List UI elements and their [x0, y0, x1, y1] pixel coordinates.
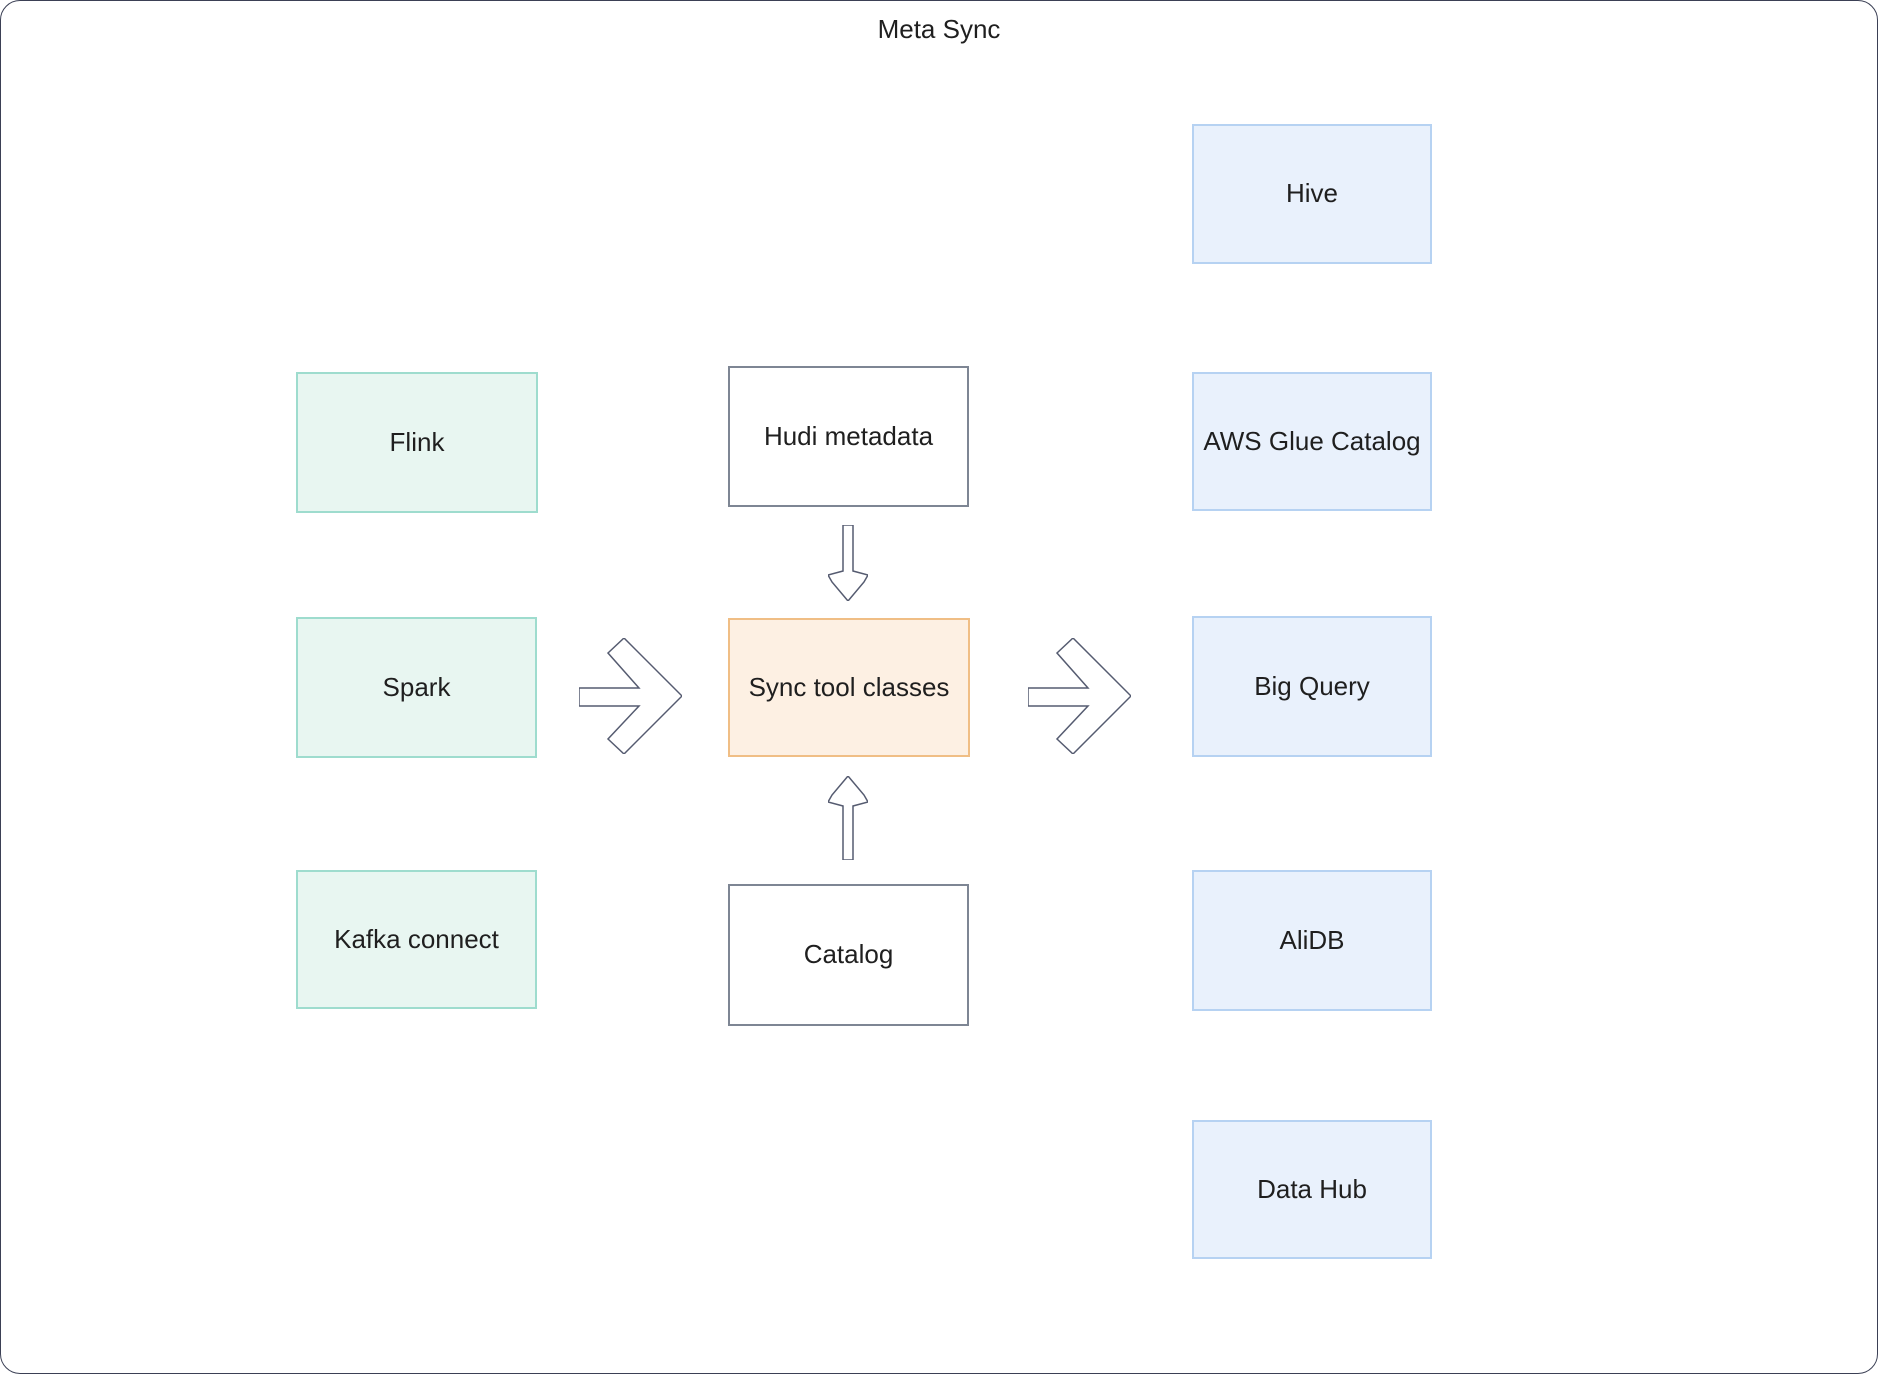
node-data-hub: Data Hub — [1192, 1120, 1432, 1259]
node-catalog-label: Catalog — [803, 939, 894, 970]
diagram-title: Meta Sync — [877, 14, 1001, 44]
arrow-catalog-to-sync-icon — [828, 776, 868, 860]
node-kafka-connect-label: Kafka connect — [334, 923, 499, 954]
node-sync-tool-classes-label: Sync tool classes — [748, 671, 950, 702]
node-spark-label: Spark — [382, 671, 451, 702]
node-flink: Flink — [296, 372, 538, 513]
node-big-query-label: Big Query — [1254, 670, 1370, 701]
node-alidb: AliDB — [1192, 870, 1432, 1011]
node-big-query: Big Query — [1192, 616, 1432, 757]
node-kafka-connect: Kafka connect — [296, 870, 537, 1009]
node-aws-glue-catalog-label: AWS Glue Catalog — [1203, 425, 1421, 456]
node-sync-tool-classes: Sync tool classes — [728, 618, 970, 757]
node-aws-glue-catalog: AWS Glue Catalog — [1192, 372, 1432, 511]
node-spark: Spark — [296, 617, 537, 758]
node-hudi-metadata: Hudi metadata — [728, 366, 969, 507]
arrow-sources-to-sync-icon — [579, 638, 682, 754]
node-hudi-metadata-label: Hudi metadata — [763, 420, 934, 451]
arrow-hudi-to-sync-icon — [828, 525, 868, 601]
arrow-sync-to-targets-icon — [1028, 638, 1131, 754]
node-alidb-label: AliDB — [1279, 924, 1345, 955]
node-flink-label: Flink — [389, 426, 445, 457]
node-data-hub-label: Data Hub — [1257, 1173, 1367, 1204]
node-catalog: Catalog — [728, 884, 969, 1026]
node-hive-label: Hive — [1285, 178, 1338, 209]
node-hive: Hive — [1192, 124, 1432, 264]
